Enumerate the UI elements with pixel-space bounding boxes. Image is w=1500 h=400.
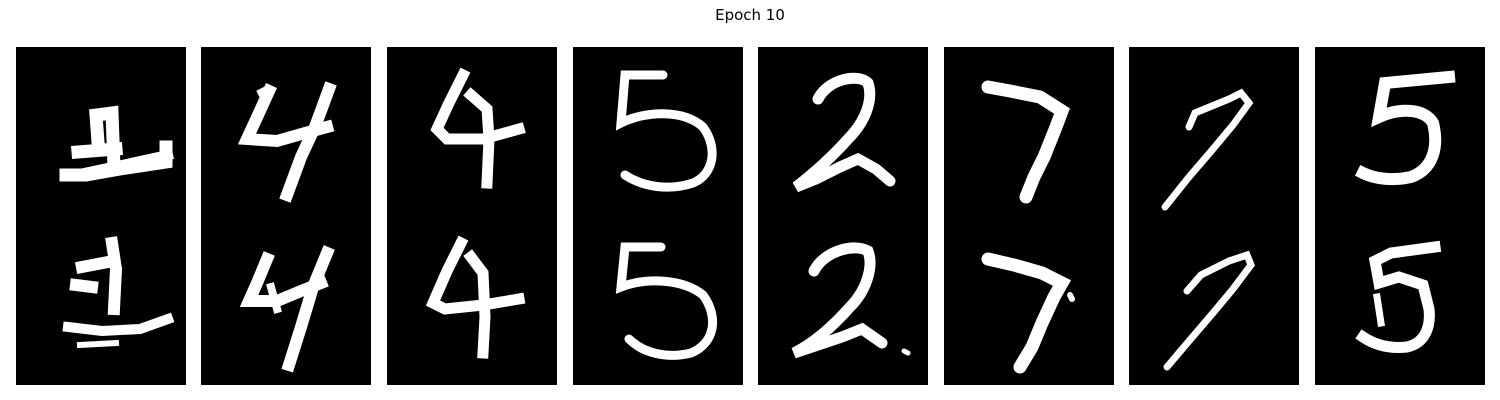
digit-pair-panel-2: [201, 47, 371, 385]
digit-pair-panel-4: [573, 47, 743, 385]
reconstructed-digit-8: [1355, 240, 1442, 353]
reconstructed-digit-5: [791, 242, 911, 359]
original-digit-6: [981, 80, 1070, 204]
reconstructed-digit-1: [62, 236, 175, 349]
original-digit-4: [615, 70, 717, 192]
original-digit-3: [430, 67, 526, 189]
original-digit-1: [59, 105, 174, 182]
digit-pair-panel-1: [16, 47, 186, 385]
reconstructed-digit-6: [981, 252, 1075, 374]
reconstructed-digit-3: [425, 235, 526, 359]
digit-pair-panel-5: [758, 47, 928, 385]
reconstructed-digit-2: [239, 245, 335, 373]
digit-pair-panel-3: [387, 47, 557, 385]
digit-pair-panel-7: [1129, 47, 1299, 385]
digit-pair-panel-6: [944, 47, 1114, 385]
figure-title: Epoch 10: [715, 6, 785, 24]
original-digit-5: [792, 72, 896, 193]
original-digit-2: [237, 81, 337, 203]
reconstructed-digit-7: [1163, 250, 1255, 371]
original-digit-8: [1354, 70, 1456, 186]
digit-pair-panel-8: [1315, 47, 1485, 385]
reconstructed-digit-4: [615, 242, 717, 360]
original-digit-7: [1161, 88, 1254, 211]
